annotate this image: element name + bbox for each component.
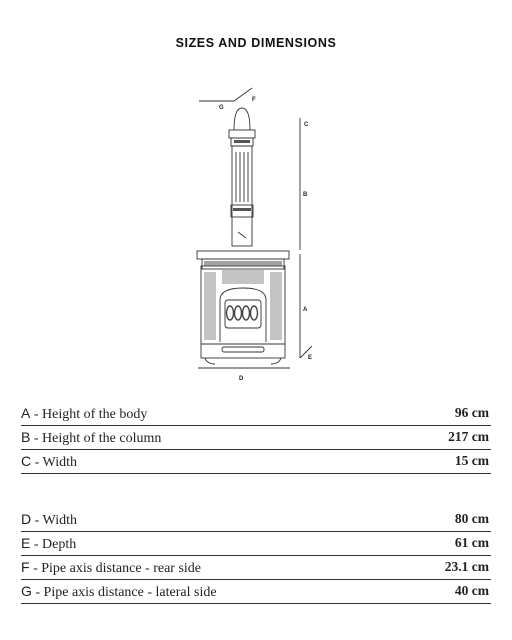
dimension-letter: A xyxy=(21,405,31,421)
dimension-letter: G xyxy=(21,583,32,599)
stove-dimension-diagram: G F C B A E D xyxy=(196,87,313,382)
pipe-cap xyxy=(228,129,256,139)
dimension-letter: B xyxy=(21,429,31,445)
dimension-label-f: F xyxy=(252,97,256,103)
dimension-row: E - Depth 61 cm xyxy=(21,532,491,556)
dimension-description: - Width xyxy=(31,455,77,470)
dimension-label: E - Depth xyxy=(21,535,76,553)
dimension-description: - Height of the body xyxy=(30,407,148,422)
pipe-handle xyxy=(233,107,251,131)
dimension-description: - Depth xyxy=(30,537,77,552)
dimension-line-f-g xyxy=(199,87,253,102)
dimension-description: - Width xyxy=(31,513,77,528)
dimension-value: 217 cm xyxy=(448,429,489,444)
dimension-label: D - Width xyxy=(21,511,77,529)
dimension-letter: F xyxy=(21,559,30,575)
dimension-row: F - Pipe axis distance - rear side 23.1 … xyxy=(21,556,491,580)
dimension-description: - Pipe axis distance - rear side xyxy=(29,561,202,576)
dimension-value: 40 cm xyxy=(454,583,489,598)
dimension-label-g: G xyxy=(219,105,224,111)
dimension-label-b: B xyxy=(303,192,308,198)
dimension-label-d: D xyxy=(239,376,244,382)
stove-base xyxy=(200,343,286,359)
dimension-value: 15 cm xyxy=(454,453,489,468)
dimension-letter: E xyxy=(21,535,31,551)
dimension-value: 61 cm xyxy=(454,535,489,550)
stove-door xyxy=(219,287,267,342)
dimension-value: 96 cm xyxy=(454,405,489,420)
dimension-label: G - Pipe axis distance - lateral side xyxy=(21,583,217,601)
dimension-label: F - Pipe axis distance - rear side xyxy=(21,559,201,577)
dimension-line-e xyxy=(299,345,313,359)
dimension-letter: C xyxy=(21,453,32,469)
stove-top-plate xyxy=(196,250,290,260)
dimension-label: C - Width xyxy=(21,453,77,471)
dimension-description: - Pipe axis distance - lateral side xyxy=(31,585,217,600)
dimensions-table-body-column: A - Height of the body 96 cm B - Height … xyxy=(21,402,491,474)
dimensions-table-overall: D - Width 80 cm E - Depth 61 cm F - Pipe… xyxy=(21,508,491,604)
dimension-label: A - Height of the body xyxy=(21,405,147,423)
dimension-label: B - Height of the column xyxy=(21,429,161,447)
page-title: SIZES AND DIMENSIONS xyxy=(175,36,337,50)
dimension-letter: D xyxy=(21,511,32,527)
dimension-row: A - Height of the body 96 cm xyxy=(21,402,491,426)
dimension-label-e: E xyxy=(308,355,312,361)
dimension-value: 80 cm xyxy=(454,511,489,526)
dimension-description: - Height of the column xyxy=(30,431,162,446)
dimension-label-c: C xyxy=(304,122,309,128)
dimension-label-a: A xyxy=(303,307,308,313)
dimension-row: G - Pipe axis distance - lateral side 40… xyxy=(21,580,491,604)
dimension-row: C - Width 15 cm xyxy=(21,450,491,474)
dimension-value: 23.1 cm xyxy=(444,559,489,574)
stove-column xyxy=(231,145,253,247)
dimension-row: B - Height of the column 217 cm xyxy=(21,426,491,450)
dimension-row: D - Width 80 cm xyxy=(21,508,491,532)
